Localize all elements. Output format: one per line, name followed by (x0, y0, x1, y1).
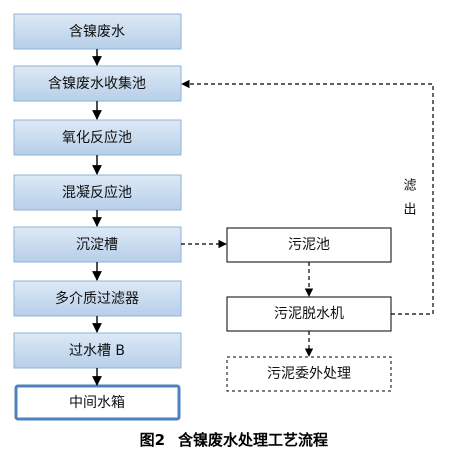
step-sedimentation-tank-label: 沉淀槽 (76, 237, 118, 253)
figure-caption: 含镍废水处理工艺流程 (178, 431, 328, 449)
sludge-tank-label: 污泥池 (288, 237, 330, 253)
step-coagulation-tank: 混凝反应池 (13, 174, 182, 211)
sludge-dewatering-machine-label: 污泥脱水机 (274, 306, 344, 322)
filtrate-label-char-2: 出 (403, 203, 416, 218)
step-collection-tank: 含镍废水收集池 (13, 65, 182, 102)
step-coagulation-tank-label: 混凝反应池 (62, 184, 132, 201)
dashed-filtrate-return-line (181, 79, 434, 315)
figure-number: 图2 (140, 431, 165, 449)
sludge-dewatering-machine: 污泥脱水机 (226, 296, 392, 332)
step-raw-wastewater: 含镍废水 (13, 13, 182, 50)
step-multimedia-filter: 多介质过滤器 (13, 280, 182, 317)
step-overflow-tank-b: 过水槽 B (13, 332, 182, 369)
step-overflow-tank-b-label: 过水槽 B (69, 343, 125, 359)
sludge-outsourced-treatment-label: 污泥委外处理 (267, 366, 351, 382)
step-sedimentation-tank: 沉淀槽 (13, 226, 182, 263)
sludge-tank: 污泥池 (226, 227, 392, 263)
step-raw-wastewater-label: 含镍废水 (69, 24, 125, 40)
sludge-outsourced-treatment: 污泥委外处理 (226, 356, 392, 392)
step-oxidation-tank: 氧化反应池 (13, 119, 182, 156)
step-multimedia-filter-label: 多介质过滤器 (55, 290, 139, 307)
step-oxidation-tank-label: 氧化反应池 (62, 129, 132, 146)
filtrate-label-char-1: 滤 (403, 179, 416, 194)
step-intermediate-tank: 中间水箱 (14, 384, 181, 421)
step-collection-tank-label: 含镍废水收集池 (48, 75, 146, 92)
step-intermediate-tank-label: 中间水箱 (69, 395, 125, 411)
